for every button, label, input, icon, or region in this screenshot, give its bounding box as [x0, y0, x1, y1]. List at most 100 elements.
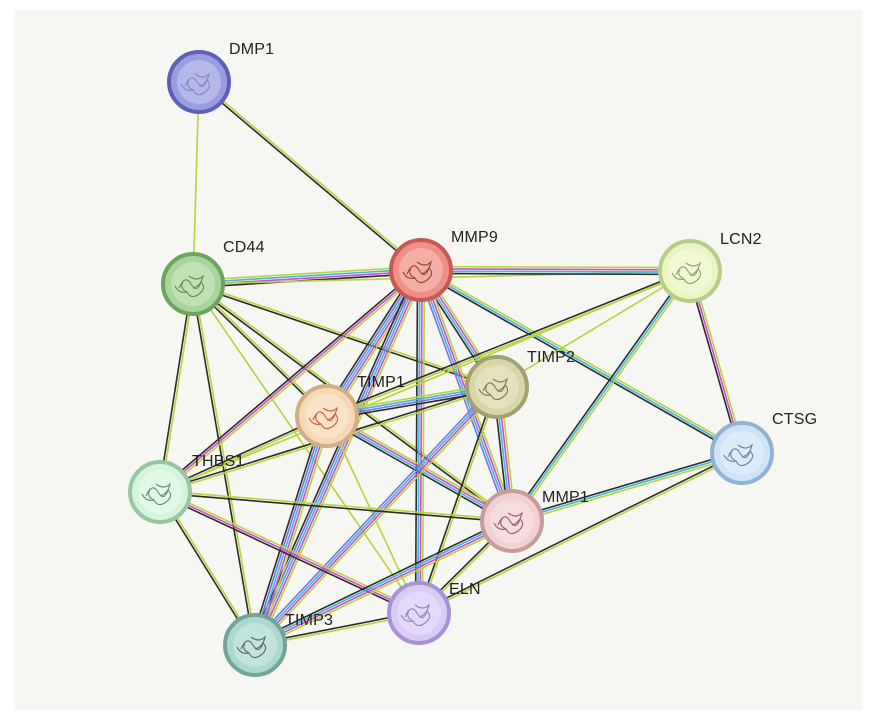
edge-strand-textmining	[421, 270, 426, 614]
edge-strand-experiments	[419, 270, 423, 614]
edge-strand-database	[253, 385, 497, 645]
edge-strand-coexpression	[253, 517, 511, 643]
edge-strand-textmining	[258, 417, 333, 647]
node-thbs1[interactable]	[128, 460, 192, 524]
edge-lcn2-mmp1[interactable]	[509, 269, 693, 523]
node-label-dmp1: DMP1	[229, 41, 274, 58]
node-inner-highlight	[668, 249, 712, 293]
edge-strand-textmining	[421, 265, 691, 269]
edges-layer	[157, 80, 745, 649]
edge-mmp9-ctsg[interactable]	[419, 267, 744, 456]
node-timp2[interactable]	[465, 355, 529, 419]
edge-strand-textmining	[513, 271, 693, 523]
protein-structure-icon	[180, 72, 211, 96]
edge-strand-database	[511, 452, 743, 522]
protein-structure-icon	[671, 261, 702, 285]
edge-dmp1-cd44[interactable]	[192, 81, 200, 285]
edge-thbs1-mmp1[interactable]	[159, 490, 513, 523]
edge-strand-experiments	[256, 270, 424, 647]
node-label-cd44: CD44	[223, 239, 265, 256]
node-label-lcn2: LCN2	[720, 231, 762, 248]
node-inner-highlight	[720, 431, 764, 475]
node-circle[interactable]	[710, 421, 774, 485]
edge-timp1-timp3[interactable]	[249, 414, 333, 647]
edge-strand-database	[417, 269, 421, 613]
edge-strand-database	[420, 269, 743, 454]
edge-strand-coexpression	[324, 418, 511, 525]
edge-strand-textmining	[160, 284, 195, 493]
edge-strand-textmining	[419, 387, 499, 614]
node-circle[interactable]	[128, 460, 192, 524]
node-circle[interactable]	[223, 613, 287, 677]
edge-strand-textmining	[159, 270, 691, 493]
edge-strand-textmining	[512, 454, 743, 524]
node-circle[interactable]	[387, 581, 451, 645]
edge-strand-coexpression	[249, 414, 324, 644]
edge-strand-database	[254, 269, 422, 646]
edge-lcn2-thbs1[interactable]	[159, 270, 691, 493]
edge-strand-coexpression	[509, 269, 689, 521]
protein-structure-icon	[174, 274, 205, 298]
node-circle[interactable]	[167, 50, 231, 114]
edge-strand-coexpression	[414, 269, 419, 613]
edge-ctsg-mmp1[interactable]	[511, 450, 743, 524]
edge-strand-experiments	[255, 521, 513, 647]
node-inner-highlight	[399, 248, 443, 292]
node-cd44[interactable]	[161, 252, 225, 316]
node-circle[interactable]	[480, 489, 544, 553]
node-timp1[interactable]	[295, 384, 359, 448]
edge-strand-experiments	[159, 269, 422, 493]
protein-structure-icon	[478, 377, 509, 401]
edge-mmp9-thbs1[interactable]	[157, 267, 424, 495]
node-inner-highlight	[475, 365, 519, 409]
edge-strand-experiments	[256, 416, 330, 646]
protein-structure-icon	[236, 635, 267, 659]
node-inner-highlight	[490, 499, 534, 543]
edge-strand-database	[254, 519, 512, 645]
edge-strand-textmining	[419, 453, 743, 615]
node-mmp1[interactable]	[480, 489, 544, 553]
node-dmp1[interactable]	[167, 50, 231, 114]
edge-timp2-eln[interactable]	[417, 386, 499, 614]
node-circle[interactable]	[161, 252, 225, 316]
edge-mmp9-lcn2[interactable]	[420, 265, 691, 276]
edge-cd44-mmp9[interactable]	[192, 265, 422, 289]
edge-strand-coexpression	[158, 283, 193, 492]
node-eln[interactable]	[387, 581, 451, 645]
node-label-ctsg: CTSG	[772, 411, 817, 428]
node-circle[interactable]	[295, 384, 359, 448]
edge-mmp1-timp3[interactable]	[253, 517, 514, 649]
edge-strand-textmining	[192, 81, 200, 285]
edge-ctsg-eln[interactable]	[418, 451, 743, 615]
node-inner-highlight	[177, 60, 221, 104]
node-inner-highlight	[233, 623, 277, 667]
edge-timp2-timp3[interactable]	[251, 384, 501, 648]
node-mmp9[interactable]	[389, 238, 453, 302]
edge-strand-coexpression	[158, 493, 419, 616]
edge-strand-textmining	[192, 265, 421, 282]
node-inner-highlight	[171, 262, 215, 306]
edge-strand-textmining	[496, 270, 691, 388]
node-label-thbs1: THBS1	[192, 453, 245, 470]
node-circle[interactable]	[658, 239, 722, 303]
edge-strand-coexpression	[511, 450, 742, 520]
edge-strand-coexpression	[192, 284, 497, 389]
protein-structure-icon	[400, 603, 431, 627]
node-timp3[interactable]	[223, 613, 287, 677]
node-circle[interactable]	[465, 355, 529, 419]
node-ctsg[interactable]	[710, 421, 774, 485]
edge-strand-coexpression	[419, 271, 742, 456]
node-inner-highlight	[305, 394, 349, 438]
edge-strand-coexpression	[417, 386, 497, 613]
edge-mmp9-eln[interactable]	[414, 269, 426, 614]
edge-strand-textmining	[256, 388, 501, 648]
edge-lcn2-timp2[interactable]	[496, 270, 691, 388]
edge-dmp1-mmp9[interactable]	[197, 80, 423, 272]
node-lcn2[interactable]	[658, 239, 722, 303]
node-label-timp2: TIMP2	[527, 349, 575, 366]
edge-cd44-thbs1[interactable]	[158, 283, 195, 493]
node-circle[interactable]	[389, 238, 453, 302]
edge-strand-homology	[251, 384, 496, 644]
